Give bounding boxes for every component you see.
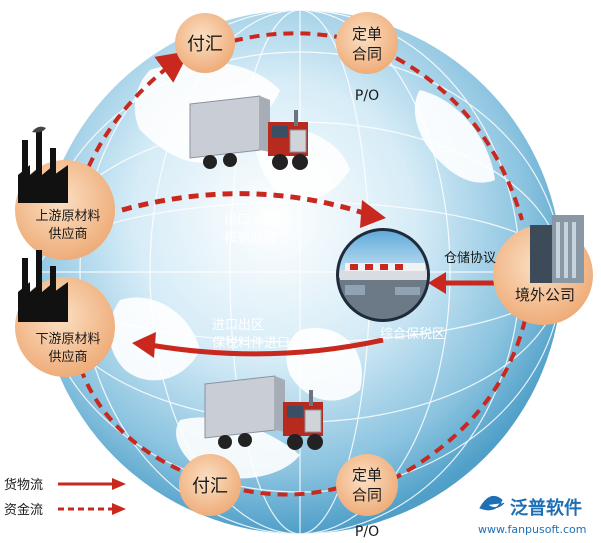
truck-top (189, 95, 308, 170)
brand-url: www.fanpusoft.com (478, 523, 586, 536)
legend-funds-arrowhead (112, 503, 126, 515)
downstream-label-1: 下游原材料 (35, 332, 100, 347)
po-top-label: P/O (355, 88, 379, 104)
overseas-node: 境外公司 (493, 215, 593, 325)
globe (37, 9, 563, 535)
pay-bottom-node: 付汇 (179, 454, 241, 516)
contract-bottom-label-1: 定单 (352, 466, 382, 484)
truck-bottom (204, 375, 323, 450)
contract-top-label-2: 合同 (352, 45, 382, 63)
brand-watermark: 泛普软件 www.fanpusoft.com (478, 495, 586, 536)
contract-bottom-node: 定单 合同 (336, 454, 398, 516)
legend-goods-label: 货物流 (4, 477, 43, 493)
contract-top-label-1: 定单 (352, 25, 382, 43)
warehouse-label: 仓储协议 (444, 251, 496, 266)
contract-top-node: 定单 合同 (336, 12, 398, 74)
factory-icon (18, 126, 68, 203)
upstream-node: 上游原材料 供应商 (15, 126, 115, 260)
import-out-label-1: 进口出区 (212, 318, 264, 333)
downstream-label-2: 供应商 (48, 349, 87, 365)
import-out-label-2: 保税料件进口 (212, 336, 290, 351)
upstream-label-1: 上游原材料 (35, 209, 100, 224)
brand-name: 泛普软件 (510, 497, 582, 519)
export-in-label-1: 出口入区 (224, 213, 276, 228)
legend-funds-label: 资金流 (4, 502, 43, 518)
contract-bottom-label-2: 合同 (352, 486, 382, 504)
legend-goods-arrowhead (112, 478, 126, 490)
pay-top-node: 付汇 (175, 13, 235, 73)
pay-bottom-label: 付汇 (192, 476, 228, 497)
pay-top-label: 付汇 (187, 34, 223, 55)
export-in-arrow (121, 191, 386, 228)
warehouse-arrow (428, 272, 500, 294)
po-bottom-label: P/O (355, 524, 379, 540)
import-out-arrow (132, 332, 384, 358)
downstream-node: 下游原材料 供应商 (15, 250, 115, 377)
overseas-label: 境外公司 (515, 286, 575, 304)
upstream-label-2: 供应商 (48, 226, 87, 242)
brand-logo (479, 495, 505, 511)
bonded-zone-label: 综合保税区 (380, 327, 445, 342)
legend: 货物流 资金流 (4, 477, 126, 518)
building-icon (530, 215, 584, 283)
factory-icon (18, 250, 68, 322)
export-in-label-2: 核销退税 (224, 231, 276, 246)
